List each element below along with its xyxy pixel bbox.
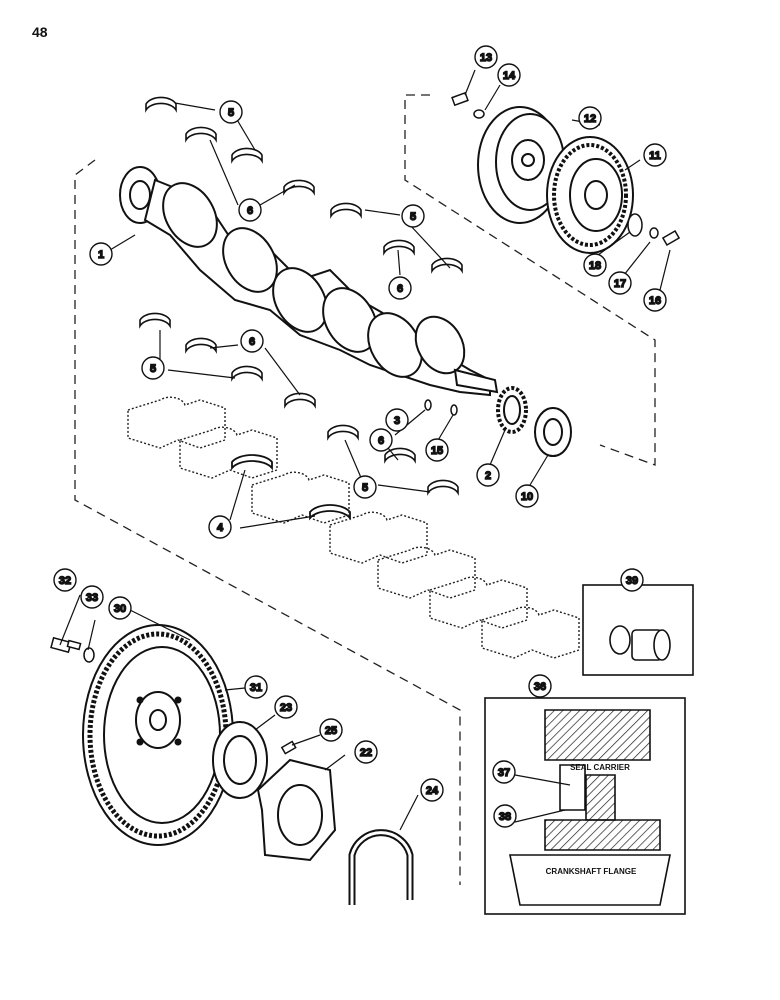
- svg-text:5: 5: [362, 482, 368, 494]
- callout-25: 25: [319, 718, 343, 742]
- svg-text:6: 6: [378, 435, 384, 447]
- svg-text:16: 16: [649, 295, 661, 307]
- callout-38: 38: [493, 804, 517, 828]
- svg-text:13: 13: [480, 52, 492, 64]
- svg-text:22: 22: [360, 747, 372, 759]
- svg-text:5: 5: [228, 107, 234, 119]
- callout-14: 14: [497, 63, 521, 87]
- callout-5: 5: [353, 475, 377, 499]
- front-seal: [534, 407, 572, 457]
- callout-24: 24: [420, 778, 444, 802]
- callout-18: 18: [583, 253, 607, 277]
- seal-carrier-label: SEAL CARRIER: [570, 763, 630, 772]
- svg-text:5: 5: [150, 363, 156, 375]
- callout-6: 6: [388, 276, 412, 300]
- inset-39-box: [582, 584, 694, 676]
- svg-text:5: 5: [410, 211, 416, 223]
- bolt-16: [661, 230, 681, 246]
- washer-17: [649, 227, 659, 239]
- callout-39: 39: [620, 568, 644, 592]
- crankshaft-flange-section: [509, 819, 671, 906]
- main-bearing-caps: [127, 396, 580, 659]
- vibration-damper: [546, 136, 634, 254]
- svg-text:17: 17: [614, 278, 626, 290]
- bolt-13: [451, 91, 469, 107]
- washer-14: [473, 109, 485, 119]
- callout-37: 37: [492, 760, 516, 784]
- flywheel: [82, 624, 234, 846]
- svg-text:10: 10: [521, 491, 533, 503]
- crankshaft-flange-label: CRANKSHAFT FLANGE: [546, 867, 637, 876]
- svg-text:36: 36: [534, 681, 546, 693]
- bolt-25: [280, 740, 297, 755]
- svg-text:2: 2: [485, 470, 491, 482]
- leader-lines: [59, 69, 671, 831]
- callout-5: 5: [141, 356, 165, 380]
- callout-6: 6: [238, 198, 262, 222]
- callout-1: 1: [89, 242, 113, 266]
- crankshaft-gear: [496, 386, 528, 434]
- page-number: 48: [32, 24, 48, 40]
- svg-text:32: 32: [59, 575, 71, 587]
- callout-10: 10: [515, 484, 539, 508]
- svg-text:37: 37: [498, 767, 510, 779]
- washer-33: [83, 647, 95, 663]
- svg-text:6: 6: [249, 336, 255, 348]
- svg-text:15: 15: [431, 445, 443, 457]
- svg-text:33: 33: [86, 592, 98, 604]
- callout-30: 30: [108, 596, 132, 620]
- callout-31: 31: [244, 675, 268, 699]
- svg-text:11: 11: [649, 150, 661, 162]
- thrust-washers: [231, 454, 351, 521]
- svg-text:38: 38: [499, 811, 511, 823]
- gasket: [348, 829, 414, 905]
- svg-text:23: 23: [280, 702, 292, 714]
- seal-carrier-section: [544, 709, 651, 821]
- callout-5: 5: [219, 100, 243, 124]
- svg-text:24: 24: [426, 785, 439, 797]
- callout-4: 4: [208, 515, 232, 539]
- svg-text:1: 1: [98, 249, 104, 261]
- callout-36: 36: [528, 674, 552, 698]
- bearing-shells: [139, 96, 463, 496]
- rear-seal: [212, 721, 268, 799]
- callout-16: 16: [643, 288, 667, 312]
- callout-15: 15: [425, 438, 449, 462]
- svg-text:6: 6: [397, 283, 403, 295]
- callout-13: 13: [474, 45, 498, 69]
- washer-18: [627, 213, 643, 237]
- svg-text:25: 25: [325, 725, 337, 737]
- svg-text:4: 4: [217, 522, 224, 534]
- callout-2: 2: [476, 463, 500, 487]
- callout-17: 17: [608, 271, 632, 295]
- svg-text:6: 6: [247, 205, 253, 217]
- callout-6: 6: [240, 329, 264, 353]
- callout-5: 5: [401, 204, 425, 228]
- svg-text:39: 39: [626, 575, 638, 587]
- key-3: [424, 399, 432, 411]
- key-15: [450, 404, 458, 416]
- svg-text:30: 30: [114, 603, 126, 615]
- callout-12: 12: [578, 106, 602, 130]
- callout-33: 33: [80, 585, 104, 609]
- callout-22: 22: [354, 740, 378, 764]
- callout-23: 23: [274, 695, 298, 719]
- callout-32: 32: [53, 568, 77, 592]
- svg-text:12: 12: [584, 113, 596, 125]
- callouts: 5 1 6 5 6 5 6 12 13 14 11 18 17 16 3 15 …: [53, 45, 667, 828]
- bolt-32: [50, 636, 82, 654]
- svg-text:31: 31: [250, 682, 262, 694]
- crankshaft: [119, 166, 499, 397]
- callout-6: 6: [369, 428, 393, 452]
- svg-text:3: 3: [394, 415, 400, 427]
- svg-text:18: 18: [589, 260, 601, 272]
- svg-text:14: 14: [503, 70, 516, 82]
- seal-carrier: [256, 758, 337, 862]
- callout-11: 11: [643, 143, 667, 167]
- dashed-boundary: [74, 94, 656, 885]
- callout-3: 3: [385, 408, 409, 432]
